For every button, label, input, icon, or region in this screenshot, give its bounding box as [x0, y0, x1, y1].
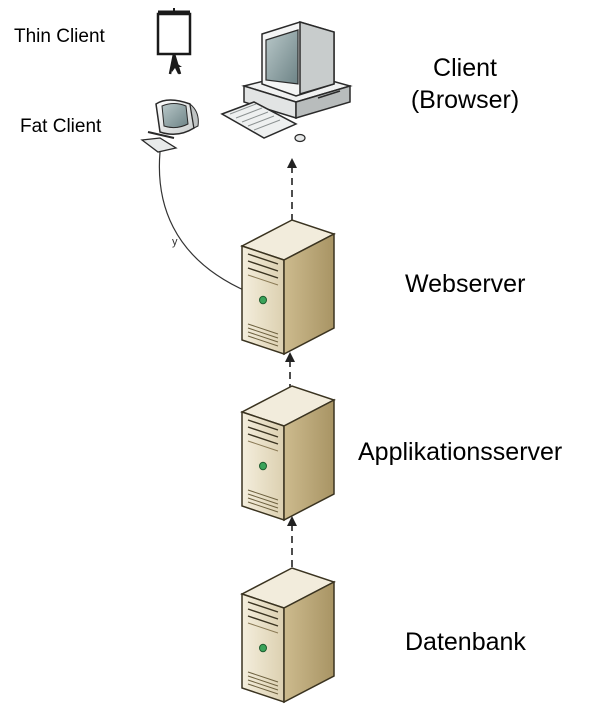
- thin-client-label: Thin Client: [14, 26, 105, 47]
- appserver-icon: [241, 385, 335, 521]
- client-label-line2: (Browser): [410, 86, 520, 114]
- webserver-icon: [241, 219, 335, 355]
- fat-client-icon: [140, 99, 199, 153]
- connector-mark: y: [172, 236, 178, 248]
- client-label-line1: Client: [433, 54, 497, 82]
- client-label: Client (Browser): [400, 52, 530, 116]
- webserver-label: Webserver: [405, 270, 526, 298]
- fat-client-label: Fat Client: [20, 116, 102, 137]
- fat-client-connector: [158, 151, 249, 293]
- database-server-icon: [241, 567, 335, 703]
- database-label: Datenbank: [405, 628, 526, 656]
- appserver-label: Applikationsserver: [358, 438, 563, 466]
- thin-client-icon: [156, 8, 192, 75]
- desktop-computer-icon: [220, 20, 353, 143]
